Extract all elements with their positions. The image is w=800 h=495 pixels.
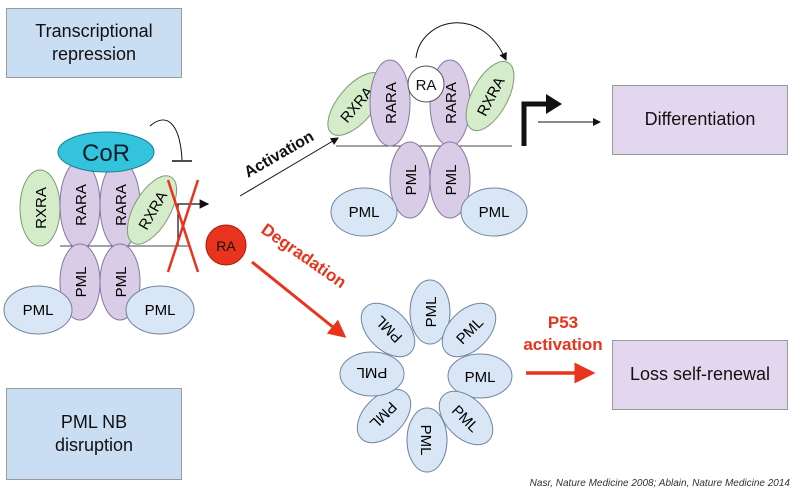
transcription-start-head bbox=[546, 94, 562, 114]
rara-left-2-label: RARA bbox=[113, 184, 130, 226]
pml-left-outer-1-label: PML bbox=[23, 302, 54, 319]
pml-right-outer-1-label: PML bbox=[349, 204, 380, 221]
ra-bound-label: RA bbox=[416, 77, 437, 94]
degradation-arrow bbox=[251, 260, 347, 338]
differentiation-label: Differentiation bbox=[644, 109, 756, 130]
ra-molecule: RA bbox=[205, 224, 247, 266]
pml-ring-item: PML bbox=[441, 302, 497, 358]
pml-ring-label: PML bbox=[423, 297, 440, 328]
rara-right-1-label: RARA bbox=[383, 82, 400, 124]
pml-ring-item: PML bbox=[360, 302, 416, 358]
p53-label: P53 bbox=[548, 313, 578, 332]
pml-nb-disruption-box: PML NB disruption bbox=[6, 388, 182, 480]
pml-ring-label: PML bbox=[357, 364, 388, 381]
rara-right-2-label: RARA bbox=[443, 82, 460, 124]
reference-citation: Nasr, Nature Medicine 2008; Ablain, Natu… bbox=[529, 478, 790, 489]
pml-right-center-2-label: PML bbox=[443, 165, 460, 196]
promoter-arrow-left bbox=[177, 199, 210, 246]
transcriptional-repression-box: Transcriptional repression bbox=[6, 8, 182, 78]
rara-right-1: RARA bbox=[369, 59, 411, 147]
rxra-left-2: RXRA bbox=[126, 175, 178, 245]
transcription-start-arrow bbox=[521, 101, 548, 146]
loss-self-renewal-box: Loss self-renewal bbox=[612, 340, 788, 410]
rara-left-1-label: RARA bbox=[73, 184, 90, 226]
pml-ring-item: PML bbox=[409, 279, 451, 345]
pml-right-outer-2: PML bbox=[460, 187, 528, 237]
blocked-cross-2 bbox=[166, 179, 200, 273]
cor-label: CoR bbox=[82, 140, 130, 167]
pml-left-outer-2-label: PML bbox=[145, 302, 176, 319]
pml-ring-item: PML bbox=[438, 390, 494, 446]
pml-ring-item: PML bbox=[447, 353, 513, 399]
rara-left-1: RARA bbox=[59, 160, 101, 250]
pml-ring-item: PML bbox=[406, 407, 448, 473]
pml-left-center-1-label: PML bbox=[73, 267, 90, 298]
pml-right-center-2: PML bbox=[429, 141, 471, 219]
pml-ring: PML PML PML PML PML PML PML PML bbox=[339, 279, 513, 473]
degradation-label: Degradation bbox=[258, 220, 350, 292]
rxra-left-1-label: RXRA bbox=[33, 187, 50, 229]
transcriptional-repression-label: Transcriptional repression bbox=[35, 20, 153, 64]
repression-arc bbox=[149, 119, 183, 161]
rxra-left-1: RXRA bbox=[19, 169, 61, 247]
ra-bound: RA bbox=[407, 65, 445, 103]
pml-right-outer-2-label: PML bbox=[479, 204, 510, 221]
pml-nb-disruption-label: PML NB disruption bbox=[54, 411, 134, 455]
pml-ring-label: PML bbox=[417, 425, 434, 456]
ra-activation-arc bbox=[415, 22, 507, 61]
activation-label: Activation bbox=[242, 128, 317, 181]
pml-ring-item: PML bbox=[356, 388, 412, 444]
cor-corepressor: CoR bbox=[57, 131, 155, 173]
pml-left-center-2-label: PML bbox=[113, 267, 130, 298]
pml-right-outer-1: PML bbox=[330, 187, 398, 237]
ra-label: RA bbox=[216, 238, 236, 254]
p53-activation-label: activation bbox=[523, 335, 602, 354]
pml-right-center-1-label: PML bbox=[403, 165, 420, 196]
activation-arrow bbox=[239, 137, 339, 197]
pml-left-outer-1: PML bbox=[3, 285, 73, 335]
loss-self-renewal-label: Loss self-renewal bbox=[629, 364, 771, 385]
pml-ring-label: PML bbox=[465, 369, 496, 386]
pml-ring-item: PML bbox=[339, 351, 405, 397]
differentiation-box: Differentiation bbox=[612, 85, 788, 155]
pml-left-outer-2: PML bbox=[125, 285, 195, 335]
